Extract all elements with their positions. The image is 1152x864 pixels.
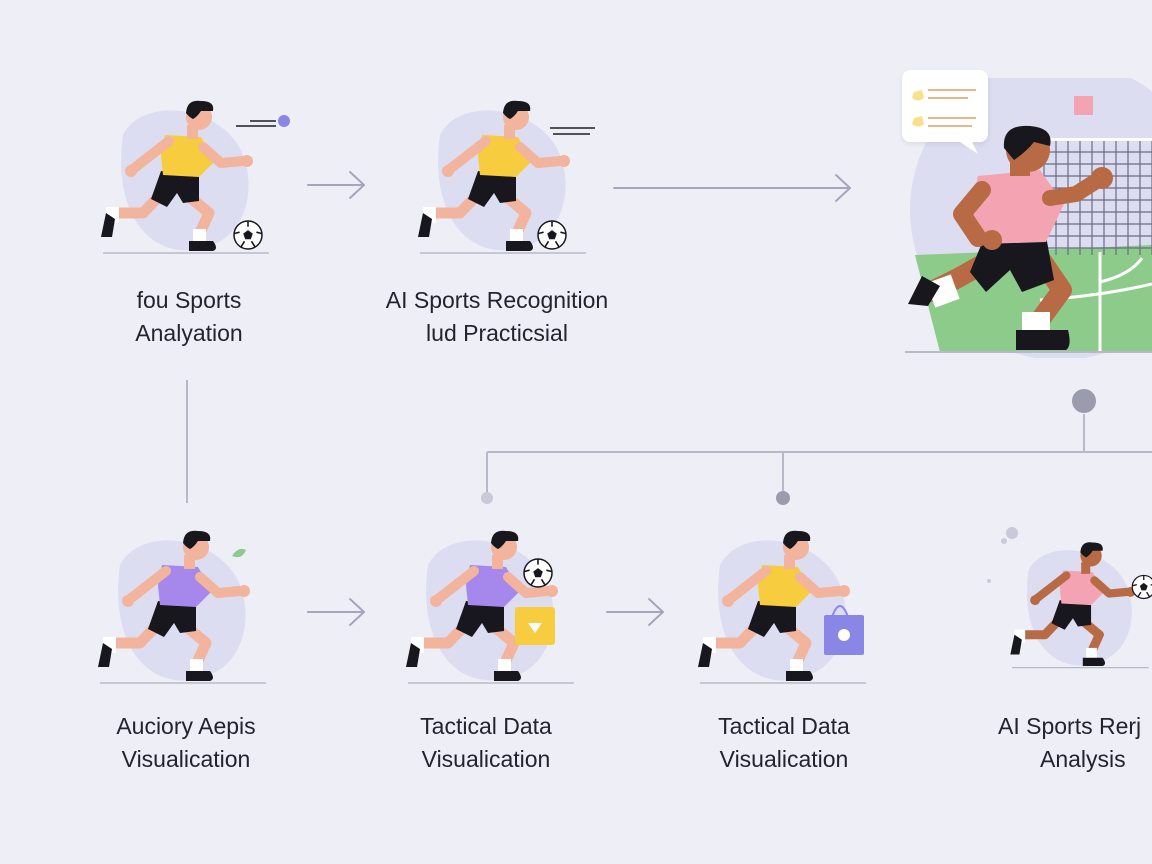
step-label-2: AI Sports Recognition lud Practicsial (367, 284, 627, 350)
step-label-2-line2: lud Practicsial (426, 320, 568, 346)
connector-node-top (1072, 389, 1096, 413)
step-label-4-line2: Visualication (121, 746, 251, 772)
step-label-4: Auciory Aepis Visualication (56, 710, 316, 776)
step-label-6: Tactical Data Visualication (654, 710, 914, 776)
leaf-icon (232, 548, 246, 558)
runner-figure (698, 530, 850, 681)
runner-figure (1010, 542, 1136, 667)
player-illustration-step5 (406, 530, 574, 684)
step-label-1-line1: fou Sports (136, 287, 242, 313)
player-illustration-step7 (1010, 542, 1152, 669)
step-label-5: Tactical Data Visualication (356, 710, 616, 776)
step-label-1-line2: Analyation (135, 320, 243, 346)
step-label-4-line1: Auciory Aepis (116, 713, 256, 739)
step-label-2-line1: AI Sports Recognition (385, 287, 609, 313)
annotation-card (902, 70, 988, 154)
step-label-6-line1: Tactical Data (718, 713, 850, 739)
player-illustration-step1 (101, 100, 269, 254)
soccer-ball-icon (537, 220, 567, 250)
runner-figure (101, 100, 253, 251)
arrow-step1-step2 (307, 171, 365, 199)
speed-lines-step1 (236, 120, 276, 127)
arrow-step2-step3 (613, 174, 851, 202)
motion-marks-step7 (987, 527, 1018, 583)
soccer-ball-icon (233, 220, 263, 250)
step-label-7-line1: AI Sports Rerj (998, 713, 1142, 739)
connector-node-step6 (776, 491, 790, 505)
connector-node-step5 (481, 492, 493, 504)
hero-runner-figure (908, 125, 1113, 350)
chart-card-icon (515, 607, 555, 645)
pink-marker-icon (1074, 96, 1093, 115)
step-label-6-line2: Visualication (719, 746, 849, 772)
player-illustration-step6 (698, 530, 866, 684)
step-label-5-line2: Visualication (421, 746, 551, 772)
arrow-step4-step5 (307, 598, 365, 626)
shopping-bag-icon (824, 605, 864, 655)
step-label-1: fou Sports Analyation (59, 284, 319, 350)
player-illustration-step4 (98, 530, 266, 684)
runner-figure (98, 530, 250, 681)
soccer-ball-icon (1131, 574, 1152, 600)
step-label-7: AI Sports Rerj Analysis (977, 710, 1152, 776)
player-illustration-step2 (418, 100, 586, 254)
step-label-7-line2: Analysis (1040, 746, 1126, 772)
soccer-ball-icon (523, 558, 553, 588)
accent-dot-icon (278, 115, 290, 127)
step-label-5-line1: Tactical Data (420, 713, 552, 739)
runner-figure (406, 530, 558, 681)
arrow-step5-step6 (606, 598, 664, 626)
runner-figure (418, 100, 570, 251)
speed-lines-step2 (550, 127, 595, 135)
